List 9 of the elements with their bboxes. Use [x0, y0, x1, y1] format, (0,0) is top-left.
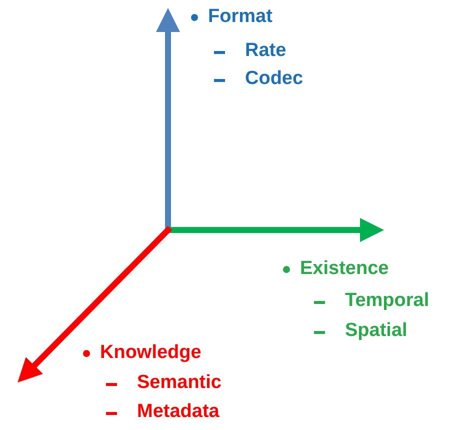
sub-label: Semantic	[137, 372, 222, 394]
axis-label: Existence	[300, 258, 389, 280]
sub-label: Spatial	[345, 320, 408, 342]
sub-label: Metadata	[137, 401, 220, 423]
sub-label: Codec	[245, 68, 304, 90]
sub-label: Rate	[245, 40, 286, 62]
sub-label: Temporal	[345, 290, 430, 312]
axis-label: Knowledge	[100, 342, 202, 364]
axis-label: Format	[208, 6, 272, 28]
